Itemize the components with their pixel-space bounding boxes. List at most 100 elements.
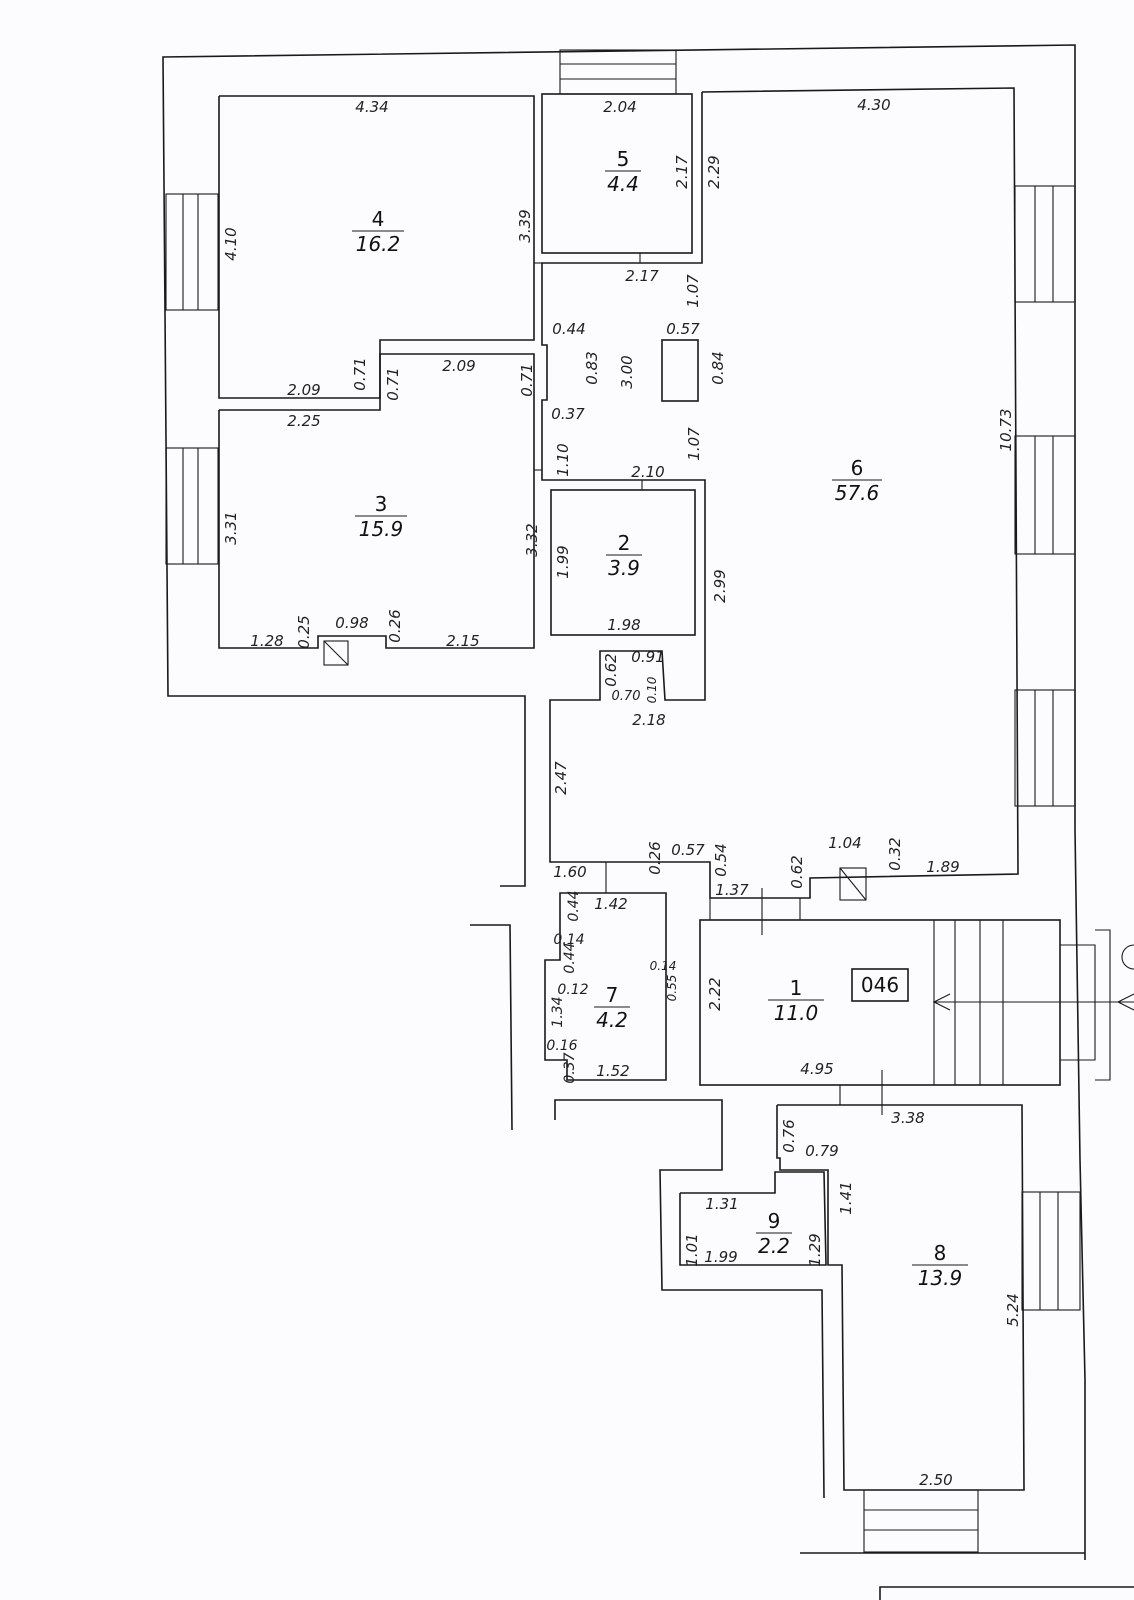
dimension: 0.37 [551, 405, 585, 423]
column [661, 339, 699, 402]
dimension: 0.44 [562, 942, 578, 973]
room-8-label: 813.9 [912, 1241, 968, 1290]
dimension: 10.73 [997, 409, 1015, 452]
building-label: 046 [851, 968, 909, 1002]
dimension: 3.38 [891, 1109, 924, 1127]
room-area: 2.2 [758, 1234, 790, 1258]
dimension: 1.28 [250, 632, 283, 650]
room-area: 16.2 [356, 232, 401, 256]
room-number: 7 [606, 983, 619, 1007]
room-9-label: 92.2 [756, 1209, 792, 1258]
dimension: 0.71 [518, 363, 536, 396]
dimension: 2.09 [442, 357, 475, 375]
room-number: 6 [851, 456, 864, 480]
room-number: 4 [372, 207, 385, 231]
dimension: 1.34 [550, 996, 566, 1027]
dimension: 0.98 [335, 614, 368, 632]
room-9-wall [679, 1171, 827, 1266]
room-6-label: 657.6 [832, 456, 882, 505]
room-2-label: 23.9 [606, 531, 642, 580]
room-4-wall [218, 95, 535, 399]
dimension: 2.10 [631, 463, 664, 481]
door-marks [534, 253, 883, 1115]
dimension: 0.14 [650, 959, 677, 973]
dimension: 4.10 [222, 227, 240, 260]
dimension: 3.00 [618, 355, 636, 388]
room-7-label: 74.2 [594, 983, 630, 1032]
dimension: 0.79 [805, 1142, 838, 1160]
dimension: 4.34 [355, 98, 388, 116]
dimension: 0.62 [602, 653, 620, 686]
dimension: 1.10 [554, 443, 572, 476]
room-area: 13.9 [918, 1266, 963, 1290]
dimension: 0.54 [712, 843, 730, 876]
dimension: 0.84 [709, 351, 727, 384]
dimension: 2.04 [603, 98, 636, 116]
corridor-wall [470, 924, 513, 1131]
room-4-label: 416.2 [352, 207, 404, 256]
room-number: 8 [934, 1241, 947, 1265]
dimension: 4.95 [800, 1060, 833, 1078]
dimension: 2.99 [711, 569, 729, 602]
dimension: 1.01 [683, 1233, 701, 1266]
dimension: 2.29 [705, 155, 723, 188]
dimension: 2.25 [287, 412, 320, 430]
walls [162, 44, 1134, 1600]
building-label-text: 046 [861, 973, 899, 997]
entrance-arrow-icon [932, 944, 1134, 1011]
dimension: 1.60 [553, 863, 586, 881]
corridor-wall [554, 1099, 825, 1499]
room-7-wall [544, 892, 667, 1081]
dimension: 2.17 [625, 267, 659, 285]
room-area: 4.4 [607, 172, 639, 196]
room-area: 15.9 [359, 517, 404, 541]
dimension: 0.62 [788, 855, 806, 888]
outer-wall [162, 44, 1086, 1560]
room-6-wall [541, 87, 1019, 899]
dimension: 2.22 [706, 977, 724, 1010]
dimension: 1.29 [806, 1233, 824, 1266]
dimension: 0.26 [646, 841, 664, 874]
dimension: 1.52 [596, 1062, 629, 1080]
dimension: 2.18 [632, 711, 665, 729]
room-number: 3 [375, 492, 388, 516]
room-1-label: 111.0 [768, 976, 824, 1025]
dimension: 0.83 [583, 351, 601, 384]
dimension: 3.31 [222, 511, 240, 544]
dimension: 0.16 [546, 1038, 577, 1054]
room-5-label: 54.4 [605, 147, 641, 196]
dimension: 1.07 [685, 427, 703, 461]
dimension: 1.37 [715, 881, 749, 899]
dimension: 1.31 [705, 1195, 738, 1213]
dimension: 3.39 [516, 209, 534, 242]
dimension: 0.57 [671, 841, 705, 859]
dimension: 0.71 [384, 367, 402, 400]
dimension: 0.10 [645, 676, 659, 703]
room-number: 2 [618, 531, 631, 555]
dimension: 1.07 [684, 274, 702, 308]
dimension: 0.37 [562, 1052, 578, 1083]
room-area: 4.2 [596, 1008, 628, 1032]
dimension: 0.55 [665, 975, 679, 1002]
dimension: 5.24 [1004, 1293, 1022, 1326]
dimension: 0.25 [295, 615, 313, 648]
room-area: 11.0 [774, 1001, 819, 1025]
dimension: 0.32 [886, 837, 904, 870]
dimension: 1.99 [554, 545, 572, 578]
dimension: 2.17 [673, 155, 691, 189]
dimension: 2.15 [446, 632, 479, 650]
dimension: 0.70 [612, 689, 641, 704]
room-3-wall [218, 353, 535, 649]
dimension: 1.41 [837, 1181, 855, 1214]
room-2-wall [550, 489, 696, 636]
vent-shaft-icon [839, 867, 867, 901]
dimension: 1.04 [828, 834, 861, 852]
room-number: 9 [768, 1209, 781, 1233]
dimension: 0.76 [780, 1119, 798, 1152]
dimension: 2.50 [919, 1471, 952, 1489]
dimension: 0.57 [666, 320, 700, 338]
dimension: 2.09 [287, 381, 320, 399]
dimension: 0.26 [386, 609, 404, 642]
dimension: 0.91 [631, 648, 664, 666]
